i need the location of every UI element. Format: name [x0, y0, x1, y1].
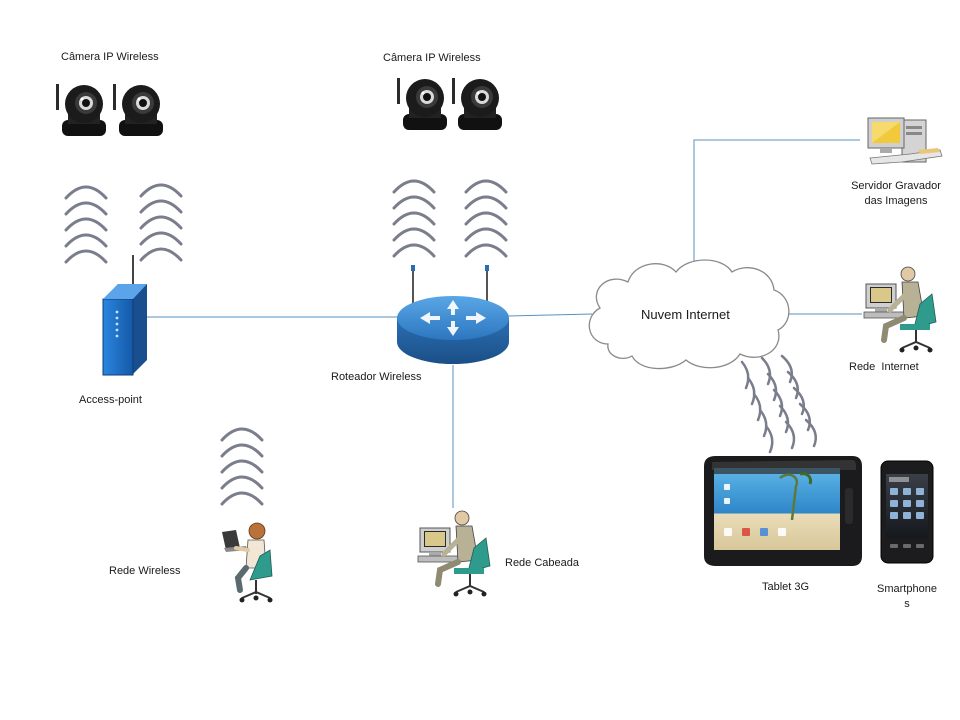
smartphone-label: Smartphone s: [866, 582, 948, 612]
router-label: Roteador Wireless: [331, 371, 422, 383]
internet-user-label: Rede Internet: [849, 361, 919, 373]
ip-camera-icon: [56, 84, 163, 136]
link-cloud-server: [693, 139, 860, 262]
server-computer-icon: [867, 117, 943, 165]
server-label: Servidor Gravador das Imagens: [836, 179, 956, 209]
laptop-user-icon: [222, 522, 273, 603]
smartphone-icon: [880, 460, 934, 564]
access-point-label: Access-point: [79, 394, 142, 406]
3g-signal-icon: [740, 354, 817, 454]
wifi-signal-icon: [392, 179, 436, 258]
internet-user-icon: [864, 267, 936, 353]
server-label-line1: Servidor Gravador: [851, 180, 941, 192]
wireless-user-label: Rede Wireless: [109, 565, 181, 577]
wireless-router-icon: [397, 265, 509, 364]
ip-camera-icon: [397, 78, 502, 130]
tablet-label: Tablet 3G: [762, 581, 810, 593]
tablet-icon: [704, 456, 862, 566]
server-label-line2: das Imagens: [864, 195, 928, 207]
wifi-signal-icon: [64, 185, 108, 264]
connection-lines: [147, 139, 862, 508]
wifi-signal-icon: [220, 427, 264, 506]
smartphone-label-line1: Smartphone: [877, 583, 937, 595]
cloud-label: Nuvem Internet: [641, 307, 730, 322]
wired-user-icon: [418, 511, 490, 597]
wifi-signal-icon: [464, 179, 508, 258]
smartphone-label-line2: s: [904, 598, 910, 610]
link-router-cloud: [507, 313, 593, 317]
camera-left-label: Câmera IP Wireless: [61, 51, 159, 63]
internet-cloud-icon: [588, 259, 790, 370]
camera-center-label: Câmera IP Wireless: [383, 52, 481, 64]
access-point-icon: [102, 255, 147, 376]
wired-user-label: Rede Cabeada: [505, 557, 580, 569]
wifi-signal-icon: [139, 183, 183, 262]
